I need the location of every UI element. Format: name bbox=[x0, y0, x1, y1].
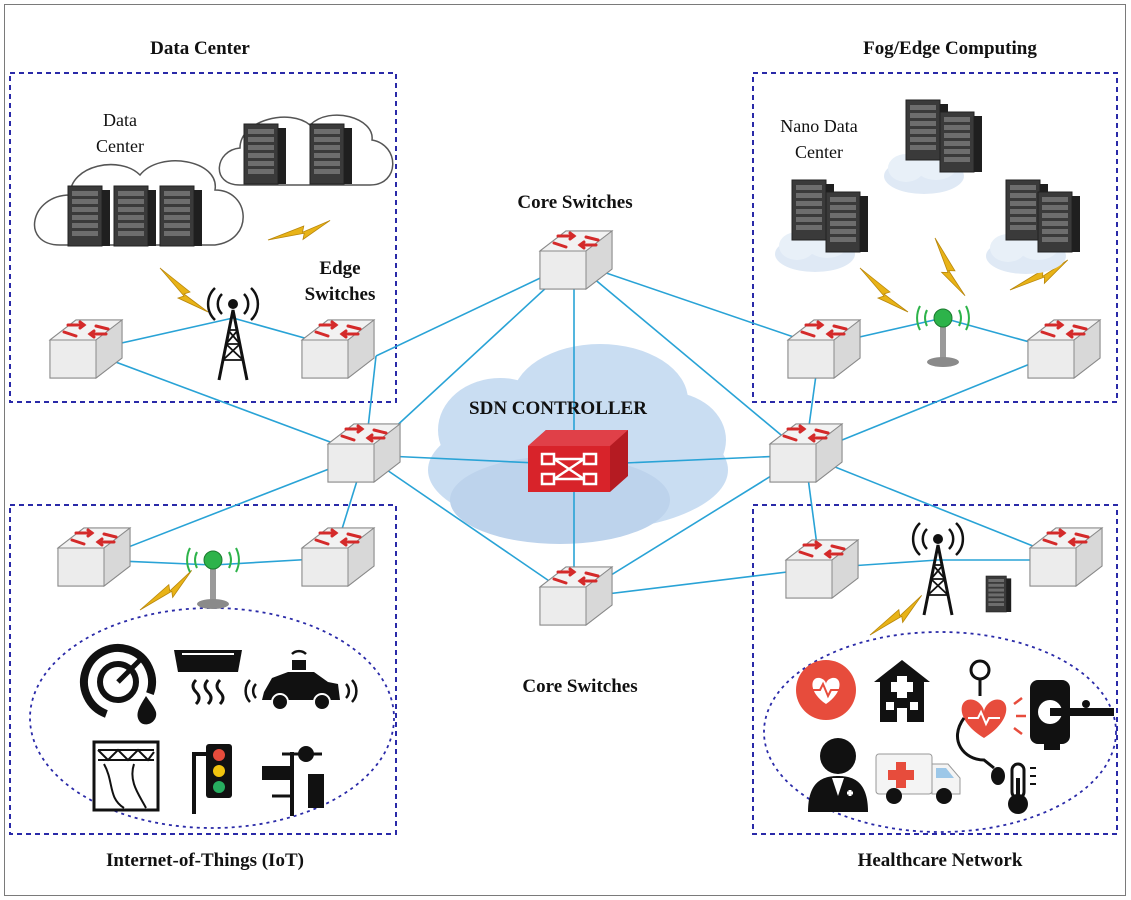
diagram-frame bbox=[4, 4, 1126, 896]
mri-scanner-icon bbox=[1030, 680, 1114, 750]
server-rack-icon bbox=[113, 185, 157, 247]
server-rack-icon bbox=[1037, 191, 1081, 253]
hospital-icon bbox=[874, 660, 930, 722]
thermometer-icon bbox=[1008, 762, 1036, 814]
network-switch-icon bbox=[300, 318, 376, 380]
core-switches-top-label: Core Switches bbox=[517, 192, 633, 213]
server-rack-icon bbox=[159, 185, 203, 247]
nano-data-center-label-line1: Nano Data bbox=[780, 116, 858, 136]
stethoscope-heart-icon bbox=[956, 659, 1026, 785]
network-switch-icon bbox=[768, 422, 844, 484]
lightning-icon bbox=[159, 267, 209, 313]
lightning-icon bbox=[139, 562, 193, 619]
network-switch-icon bbox=[1026, 318, 1102, 380]
wireless-ap-icon bbox=[916, 305, 970, 368]
healthcare-devices-ellipse bbox=[763, 631, 1117, 833]
bridge-icon bbox=[92, 740, 160, 812]
traffic-light-icon bbox=[192, 744, 232, 814]
lightning-icon bbox=[267, 198, 331, 263]
network-switch-icon bbox=[538, 229, 614, 291]
sdn-controller-label: SDN CONTROLLER bbox=[469, 398, 647, 419]
nano-data-center-label-line2: Center bbox=[795, 142, 843, 162]
heart-monitor-icon bbox=[796, 660, 856, 720]
server-rack-icon bbox=[67, 185, 111, 247]
data-center-title: Data Center bbox=[150, 38, 250, 59]
network-switch-icon bbox=[784, 538, 860, 600]
network-switch-icon bbox=[56, 526, 132, 588]
server-rack-icon bbox=[825, 191, 869, 253]
connected-car-icon bbox=[244, 649, 358, 711]
radio-tower-icon bbox=[911, 521, 965, 617]
edge-switches-label-line2: Switches bbox=[304, 284, 376, 305]
network-switch-icon bbox=[300, 526, 376, 588]
data-center-box bbox=[9, 72, 397, 403]
server-rack-icon bbox=[243, 123, 287, 185]
data-center-cloud-label-line2: Center bbox=[96, 136, 144, 156]
network-switch-icon bbox=[538, 565, 614, 627]
network-switch-icon bbox=[1028, 526, 1104, 588]
core-switches-bottom-label: Core Switches bbox=[522, 676, 638, 697]
iot-box bbox=[9, 504, 397, 835]
iot-devices-ellipse bbox=[29, 607, 395, 829]
wireless-ap-icon bbox=[186, 547, 240, 610]
network-switch-icon bbox=[326, 422, 402, 484]
network-switch-icon bbox=[786, 318, 862, 380]
smoke-detector-icon bbox=[174, 650, 242, 706]
healthcare-title: Healthcare Network bbox=[857, 850, 1023, 871]
network-switch-icon bbox=[48, 318, 124, 380]
doctor-icon bbox=[808, 738, 868, 812]
data-center-cloud-label-line1: Data bbox=[103, 110, 137, 130]
weather-station-icon bbox=[262, 746, 324, 816]
radio-tower-icon bbox=[206, 286, 260, 382]
edge-switches-label-line1: Edge bbox=[319, 258, 361, 279]
server-rack-icon bbox=[985, 575, 1012, 613]
gauge-icon bbox=[80, 644, 157, 725]
healthcare-box bbox=[752, 504, 1118, 835]
lightning-icon bbox=[919, 237, 981, 297]
iot-title: Internet-of-Things (IoT) bbox=[106, 850, 304, 871]
sdn-controller-icon bbox=[528, 430, 628, 492]
fog-edge-title: Fog/Edge Computing bbox=[863, 38, 1037, 59]
ambulance-icon bbox=[875, 753, 961, 804]
lightning-icon bbox=[859, 267, 909, 313]
server-rack-icon bbox=[939, 111, 983, 173]
server-rack-icon bbox=[309, 123, 353, 185]
